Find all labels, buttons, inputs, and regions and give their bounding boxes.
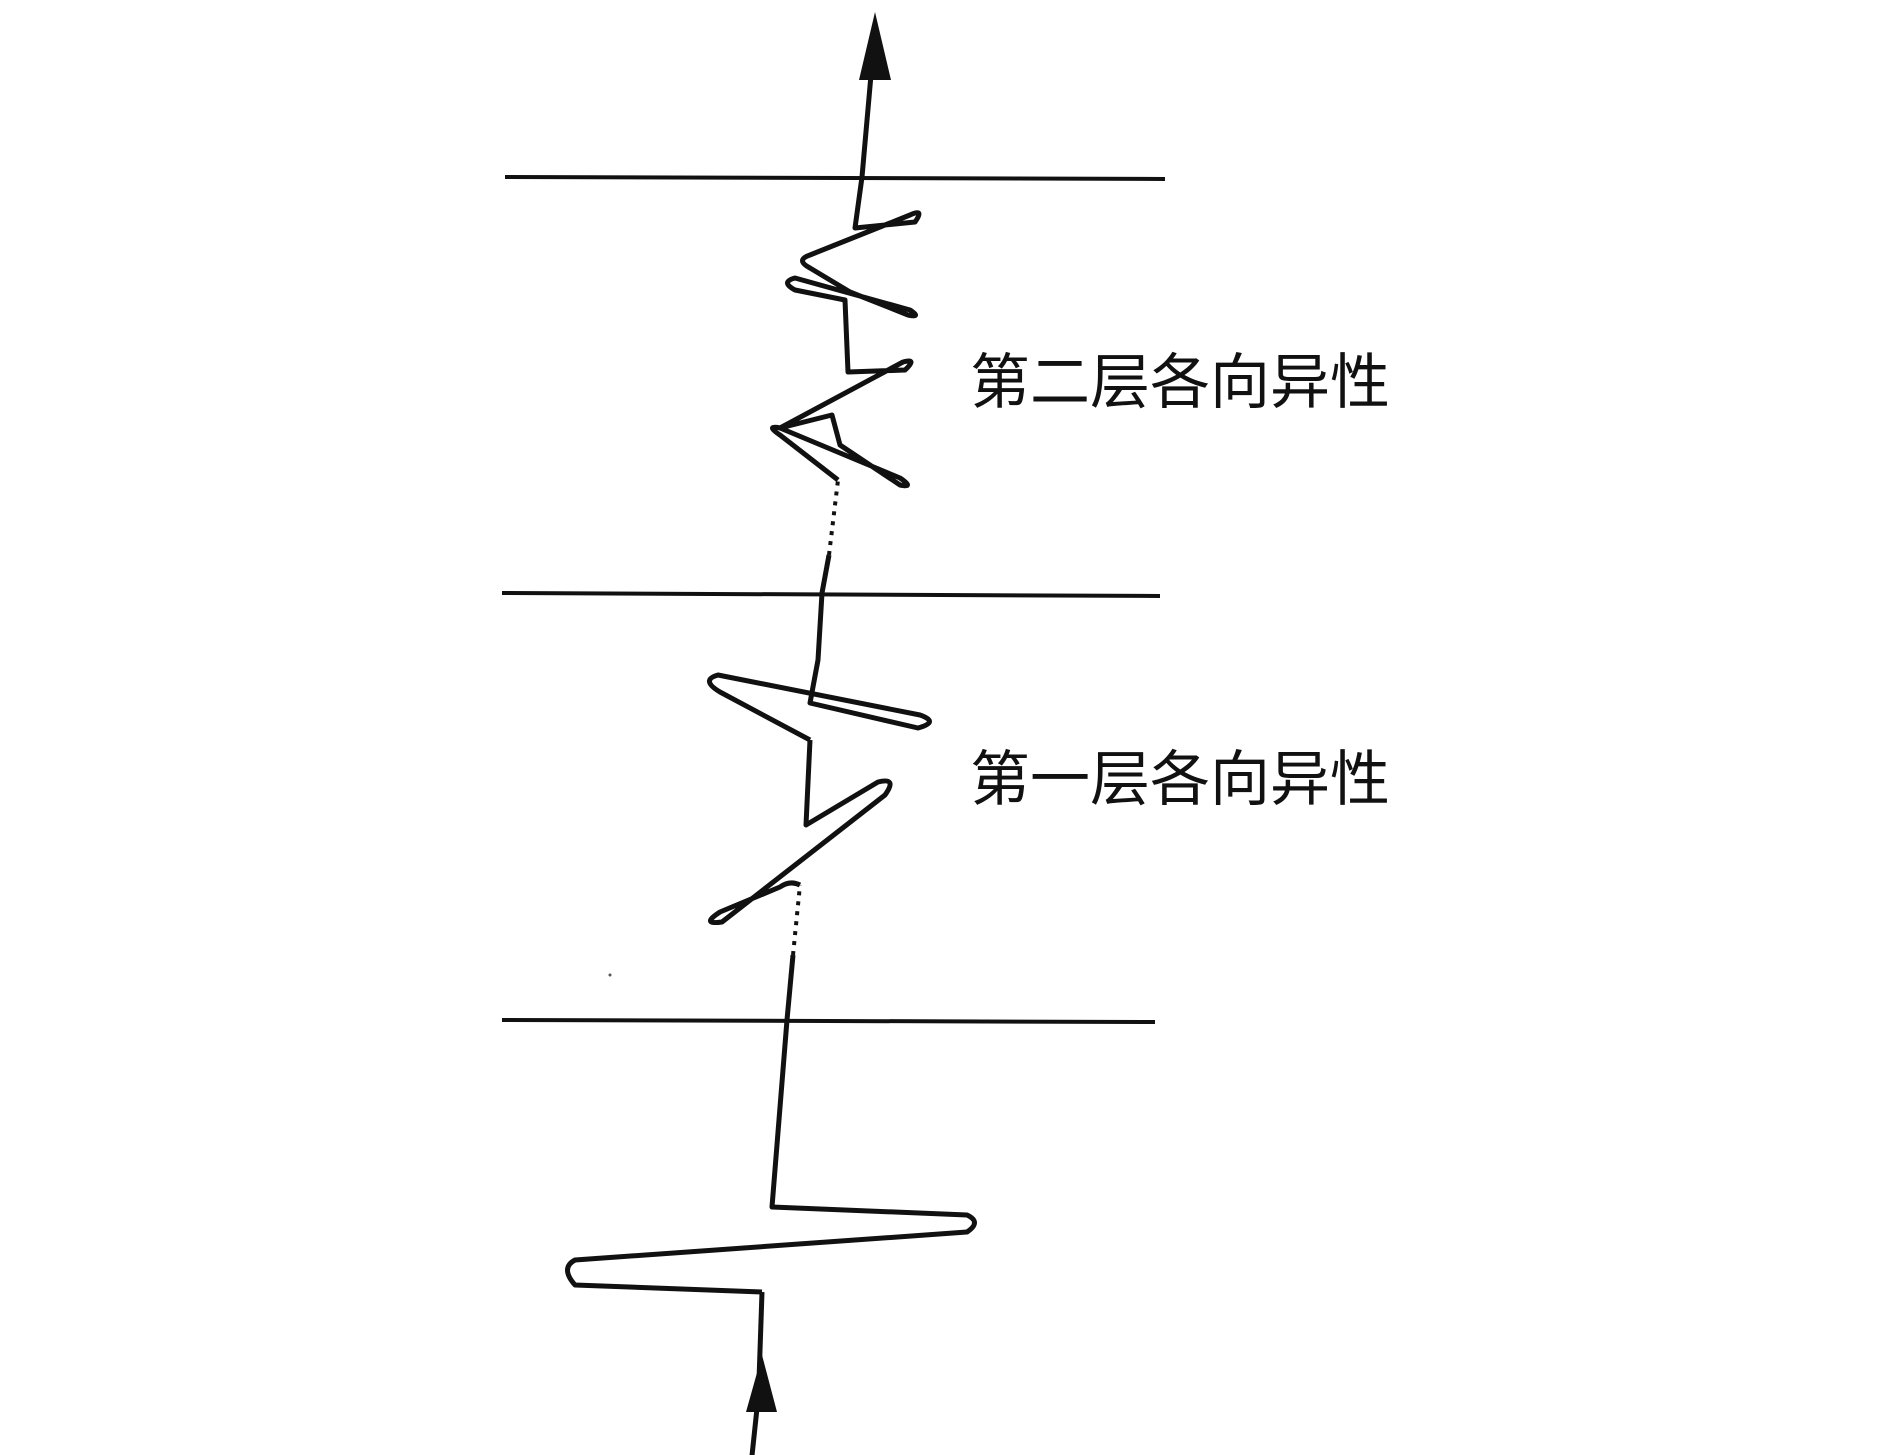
dotted-ray-segment (827, 479, 840, 556)
incoming-ray (746, 1291, 777, 1455)
outgoing-ray (859, 12, 891, 178)
layer2-anisotropy-label: 第二层各向异性 (970, 348, 1390, 418)
layer1-anisotropy-label: 第一层各向异性 (970, 745, 1390, 815)
layer-boundary-bottom (501, 1018, 1156, 1024)
layer1-propagation (707, 592, 932, 1021)
speck (608, 973, 612, 977)
arrow-up-icon (859, 12, 891, 80)
dotted-ray-segment (791, 884, 802, 956)
layer-boundary-middle (501, 591, 1161, 598)
layer2-propagation (770, 176, 922, 594)
arrow-up-icon (746, 1355, 777, 1412)
wave-splitting-zigzag-lower (565, 1019, 977, 1295)
layer-boundary-top (504, 175, 1166, 181)
